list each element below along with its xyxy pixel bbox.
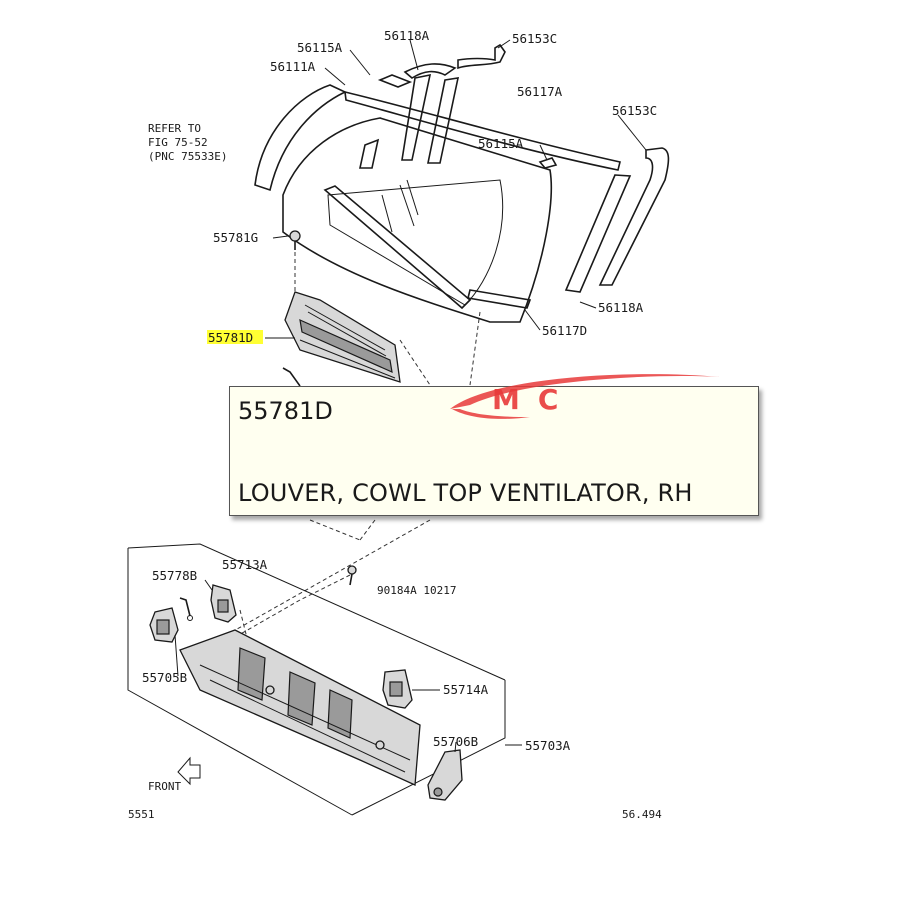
- callout-55705B[interactable]: 55705B: [142, 670, 187, 685]
- part-tooltip: MC 55781D LOUVER, COWL TOP VENTILATOR, R…: [229, 374, 759, 516]
- side-moulding-56118A-right[interactable]: [564, 174, 632, 293]
- reference-note-line3: (PNC 75533E): [148, 150, 227, 163]
- figure-id-left: 5551: [128, 808, 155, 821]
- tooltip-part-number: 55781D: [238, 397, 333, 425]
- bracket-55713A[interactable]: [210, 584, 237, 623]
- moulding-56111A[interactable]: [254, 84, 621, 192]
- clip-55781G[interactable]: [289, 230, 301, 250]
- figure-id-right: 56.494: [622, 808, 662, 821]
- strip-56117D[interactable]: [467, 289, 532, 309]
- reference-note-line2: FIG 75-52: [148, 136, 208, 149]
- bracket-55714A[interactable]: [382, 669, 413, 709]
- callout-56153C-right[interactable]: 56153C: [612, 103, 657, 118]
- bracket-55706B[interactable]: [427, 749, 463, 801]
- front-label: FRONT: [148, 780, 181, 793]
- callout-55778B[interactable]: 55778B: [152, 568, 197, 583]
- callout-56118A-top[interactable]: 56118A: [384, 28, 430, 43]
- leader-lines: [174, 39, 647, 753]
- windshield-glass[interactable]: [282, 117, 553, 323]
- louver-55781D[interactable]: [282, 291, 401, 387]
- callout-56117A[interactable]: 56117A: [517, 84, 563, 99]
- fastener-note: 90184A 10217: [377, 584, 456, 597]
- clip-55778B[interactable]: [179, 597, 193, 621]
- cowl-panel-55703A[interactable]: [179, 629, 421, 786]
- callout-56111A[interactable]: 56111A: [270, 59, 316, 74]
- tooltip-part-description: LOUVER, COWL TOP VENTILATOR, RH: [238, 479, 693, 507]
- front-arrow-icon: [177, 756, 201, 786]
- watermark-text: MC: [492, 383, 577, 416]
- callout-56115A-mid[interactable]: 56115A: [478, 136, 524, 151]
- watermark-logo-icon: [450, 374, 720, 419]
- callout-56153C-top[interactable]: 56153C: [512, 31, 557, 46]
- bracket-55705B[interactable]: [149, 607, 179, 643]
- callout-56115A-top[interactable]: 56115A: [297, 40, 343, 55]
- callout-55713A[interactable]: 55713A: [222, 557, 268, 572]
- clip-56115A-mid[interactable]: [538, 157, 558, 169]
- callout-55703A[interactable]: 55703A: [525, 738, 571, 753]
- callout-56118A-right[interactable]: 56118A: [598, 300, 644, 315]
- callout-56117D[interactable]: 56117D: [542, 323, 587, 338]
- side-moulding-56153C-right[interactable]: [598, 147, 670, 286]
- callout-55706B[interactable]: 55706B: [433, 734, 478, 749]
- strips-56118A[interactable]: [359, 43, 506, 169]
- clip-90184A[interactable]: [347, 565, 357, 586]
- callout-highlight: [207, 330, 263, 344]
- callout-55781G[interactable]: 55781G: [213, 230, 258, 245]
- reference-note-line1: REFER TO: [148, 122, 201, 135]
- cowl-panel-frame: [127, 543, 506, 816]
- callout-55781D[interactable]: 55781D: [208, 330, 253, 345]
- callout-55714A[interactable]: 55714A: [443, 682, 489, 697]
